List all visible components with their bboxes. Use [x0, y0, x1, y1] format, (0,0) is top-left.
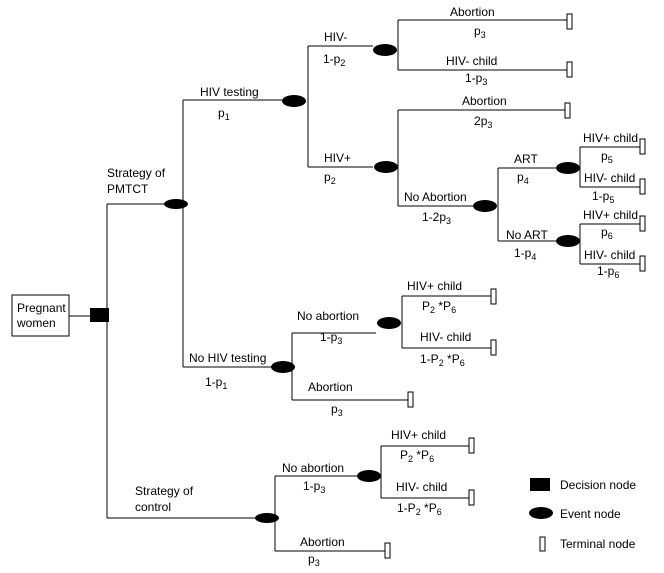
terminal-node: [407, 391, 414, 408]
label-abortion-untested: Abortion: [308, 380, 353, 394]
event-node-control: [255, 513, 279, 523]
legend-event-label: Event node: [560, 507, 621, 521]
prob-1-minus-p3-untested: 1-p3: [320, 330, 342, 346]
label-strategy-control-2: control: [135, 500, 171, 514]
event-node-no-art: [556, 235, 580, 247]
legend-decision-label: Decision node: [560, 478, 636, 492]
event-node-no-abortion-control: [357, 470, 381, 482]
tree-edges: [69, 19, 640, 552]
prob-p2-p6-untested: P2 *P6: [422, 299, 456, 315]
terminal-nodes: [384, 13, 646, 559]
label-hiv-pos: HIV+: [324, 151, 351, 165]
label-hiv-neg-child-noart: HIV- child: [584, 248, 635, 262]
terminal-node: [468, 437, 475, 454]
label-hiv-neg-child-1: HIV- child: [446, 54, 497, 68]
label-hiv-neg-child-untested: HIV- child: [420, 330, 471, 344]
prob-1-minus-p2: 1-p2: [323, 52, 345, 68]
prob-p1: p1: [218, 106, 230, 122]
event-node-pmtct: [164, 199, 188, 209]
prob-1-minus-p4: 1-p4: [514, 246, 536, 262]
label-hiv-neg-child-control: HIV- child: [396, 480, 447, 494]
legend-event-symbol: [529, 507, 553, 519]
event-node-hiv-testing: [282, 95, 306, 107]
event-node-no-hiv-testing: [271, 361, 295, 373]
event-node-hiv-pos: [374, 161, 398, 173]
event-node-hiv-neg: [373, 44, 397, 56]
terminal-node: [384, 542, 391, 559]
label-hiv-neg-child-art: HIV- child: [584, 171, 635, 185]
decision-node: [90, 308, 109, 322]
prob-p3-control: p3: [308, 552, 320, 568]
prob-p2-p6-control: P2 *P6: [400, 448, 434, 464]
root-node-box: [11, 294, 70, 337]
label-abortion-2: Abortion: [462, 94, 507, 108]
prob-1-minus-2p3: 1-2p3: [422, 210, 451, 226]
prob-p4: p4: [517, 170, 529, 186]
terminal-node: [639, 138, 646, 155]
event-node-no-abortion: [473, 200, 497, 212]
prob-1-minus-p5: 1-p5: [592, 189, 614, 205]
branch-labels: Strategy of PMTCT Strategy of control HI…: [107, 5, 638, 549]
prob-1-minus-p3-top: 1-p3: [465, 71, 487, 87]
prob-p3-untested: p3: [331, 402, 343, 418]
prob-1-minus-p2-p6-untested: 1-P2 *P6: [420, 352, 465, 368]
legend-terminal-label: Terminal node: [560, 537, 636, 551]
label-hiv-pos-child-noart: HIV+ child: [583, 208, 638, 222]
label-strategy-control-1: Strategy of: [135, 484, 194, 498]
terminal-node: [564, 102, 571, 119]
label-abortion-1: Abortion: [450, 5, 495, 19]
label-hiv-pos-child-untested: HIV+ child: [407, 279, 462, 293]
label-hiv-neg: HIV-: [324, 30, 347, 44]
prob-1-minus-p1: 1-p1: [205, 375, 227, 391]
terminal-node: [639, 178, 646, 195]
prob-1-minus-p3-control: 1-p3: [303, 479, 325, 495]
prob-p2: p2: [324, 170, 336, 186]
prob-2p3: 2p3: [474, 114, 492, 130]
event-node-art: [556, 162, 580, 174]
legend: Decision node Event node Terminal node: [529, 478, 636, 552]
terminal-node: [639, 255, 646, 272]
legend-terminal-symbol: [539, 536, 546, 552]
probability-labels: p1 1-p1 1-p2 p2 p3 1-p3 2p3 1-2p3 p4 1-p…: [205, 24, 619, 568]
label-hiv-pos-child-control: HIV+ child: [391, 428, 446, 442]
label-no-abortion-control: No abortion: [282, 461, 344, 475]
root-label-line2: women: [16, 316, 56, 330]
terminal-node: [566, 61, 573, 78]
legend-decision-symbol: [530, 478, 550, 491]
prob-1-minus-p2-p6-control: 1-P2 *P6: [397, 501, 442, 517]
root-label-line1: Pregnant: [17, 301, 66, 315]
terminal-node: [490, 288, 497, 305]
label-art: ART: [514, 152, 538, 166]
label-no-hiv-testing: No HIV testing: [189, 351, 266, 365]
event-node-no-abortion-untested: [377, 317, 401, 329]
prob-p6: p6: [601, 225, 613, 241]
terminal-node: [490, 339, 497, 356]
label-hiv-testing: HIV testing: [200, 85, 259, 99]
label-strategy-pmtct-2: PMTCT: [107, 182, 149, 196]
prob-p5: p5: [601, 149, 613, 165]
label-hiv-pos-child-art: HIV+ child: [583, 131, 638, 145]
label-strategy-pmtct-1: Strategy of: [107, 166, 166, 180]
prob-p3-top: p3: [474, 24, 486, 40]
label-no-abortion-untested: No abortion: [297, 309, 359, 323]
prob-1-minus-p6: 1-p6: [597, 264, 619, 280]
label-no-abortion: No Abortion: [404, 190, 467, 204]
label-no-art: No ART: [506, 228, 548, 242]
label-abortion-control: Abortion: [300, 535, 345, 549]
terminal-node: [639, 215, 646, 232]
terminal-node: [468, 489, 475, 506]
event-nodes: [164, 44, 580, 523]
terminal-node: [566, 13, 573, 30]
